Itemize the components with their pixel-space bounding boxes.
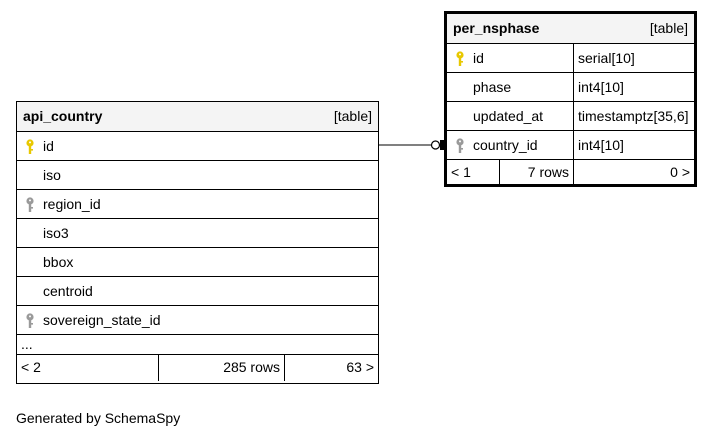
table-header: per_nsphase [table] [447,14,694,44]
column-name-cell: bbox [17,248,378,276]
column-name-cell: phase [447,73,573,101]
table-api-country[interactable]: api_country [table] id iso region_id iso3 bb… [16,101,379,384]
footer-left[interactable]: < 1 [447,160,500,186]
foreign-key-icon [26,313,34,328]
table-name: api_country [23,108,103,124]
column-type-cell: serial[10] [573,44,694,72]
primary-key-icon [26,139,34,154]
column-name: id [43,138,54,154]
table-footer: < 2 285 rows 63 > [17,355,378,381]
table-header: api_country [table] [17,102,378,132]
footer-right[interactable]: 63 > [346,359,374,375]
table-kind: [table] [649,20,688,36]
column-row[interactable]: updated_at timestamptz[35,6] [447,102,694,131]
column-name: iso [43,167,61,183]
column-type: timestamptz[35,6] [578,108,689,124]
footer-row-count: 7 rows [500,160,574,186]
column-row[interactable]: bbox [17,248,378,277]
column-name: phase [473,79,512,95]
column-name-cell: country_id [447,131,573,159]
column-name-cell: sovereign_state_id [17,306,378,334]
column-row[interactable]: id [17,132,378,161]
column-row[interactable]: region_id [17,190,378,219]
column-name: centroid [43,283,93,299]
column-name: id [473,50,484,66]
footer-left[interactable]: < 2 [17,355,159,381]
column-name: sovereign_state_id [43,312,161,328]
generated-by-caption: Generated by SchemaSpy [16,410,181,426]
column-type: serial[10] [578,50,635,66]
column-name-cell: iso [17,161,378,189]
column-row[interactable]: centroid [17,277,378,306]
column-name: country_id [473,137,538,153]
column-row[interactable]: id serial[10] [447,44,694,73]
column-row[interactable]: phase int4[10] [447,73,694,102]
table-footer: < 1 7 rows 0 > [447,160,694,186]
column-type: int4[10] [578,79,624,95]
column-name: updated_at [473,108,544,124]
column-row[interactable]: country_id int4[10] [447,131,694,160]
column-type: int4[10] [578,137,624,153]
column-name-cell: id [447,44,573,72]
column-name-cell: centroid [17,277,378,305]
column-type-cell: int4[10] [573,131,694,159]
table-kind: [table] [333,108,372,124]
column-name-cell: updated_at [447,102,573,130]
foreign-key-icon [26,197,34,212]
column-type-cell: timestamptz[35,6] [573,102,694,130]
column-row[interactable]: sovereign_state_id [17,306,378,335]
column-type-cell: int4[10] [573,73,694,101]
column-name: bbox [43,254,74,270]
footer-right[interactable]: 0 > [670,164,690,180]
column-name: region_id [43,196,101,212]
column-row[interactable]: iso [17,161,378,190]
more-columns: ... [17,335,378,355]
primary-key-icon [456,51,464,66]
column-name-cell: id [17,132,378,160]
column-name: iso3 [43,225,69,241]
table-name: per_nsphase [453,20,540,36]
table-per-nsphase[interactable]: per_nsphase [table] id serial[10] phase int… [444,11,697,187]
column-name-cell: iso3 [17,219,378,247]
column-name-cell: region_id [17,190,378,218]
footer-row-count: 285 rows [159,355,285,381]
column-row[interactable]: iso3 [17,219,378,248]
foreign-key-icon [456,138,464,153]
